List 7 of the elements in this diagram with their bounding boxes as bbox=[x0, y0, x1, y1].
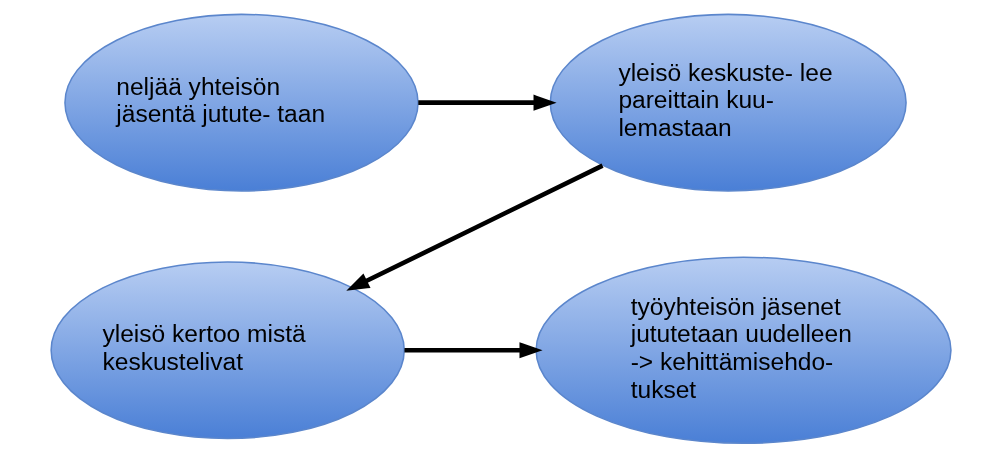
node-ellipse: neljää yhteisön jäsentä jutute- taan bbox=[64, 13, 419, 192]
node-ellipse: yleisö keskuste- lee pareittain kuu- lemastaan bbox=[549, 13, 907, 192]
arrow bbox=[404, 342, 543, 359]
arrow bbox=[418, 94, 557, 111]
arrow bbox=[346, 163, 604, 291]
node-ellipse: yleisö kertoo mistä keskustelivat bbox=[50, 261, 405, 440]
node-ellipse: työyhteisön jäsenet jututetaan uudelleen -> kehittämisehdo- tukset bbox=[535, 256, 952, 445]
